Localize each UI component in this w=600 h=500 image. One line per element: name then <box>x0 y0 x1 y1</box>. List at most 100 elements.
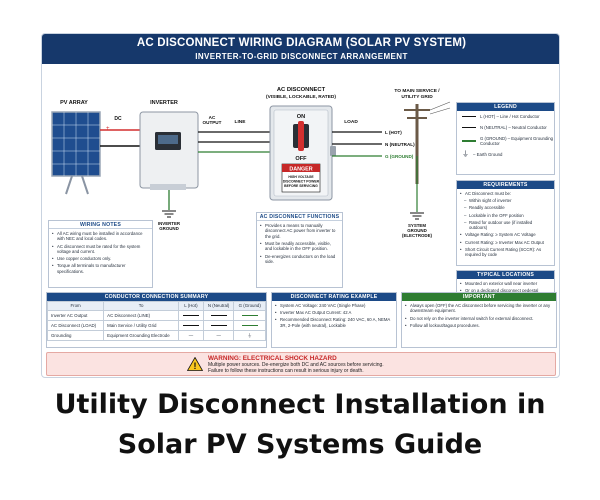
important-title: IMPORTANT <box>402 293 556 301</box>
danger-label: DANGER <box>289 167 312 173</box>
table-cell: — <box>202 330 235 341</box>
diagram-subtitle: INVERTER-TO-GRID DISCONNECT ARRANGEMENT <box>195 52 408 61</box>
caption: Utility Disconnect Installation in Solar… <box>0 385 600 465</box>
table-cell: Equipment Grounding Electrode <box>103 330 180 341</box>
requirement-item: Current Rating: ≥ Inverter Max AC Output <box>460 240 550 246</box>
hot-conductor-swatch <box>178 320 204 331</box>
svg-text:!: ! <box>194 361 197 371</box>
rating-list: System AC Voltage: 240 VAC (Single Phase… <box>272 301 396 331</box>
warning-icon: ! <box>187 357 203 371</box>
function-item: Must be readily accessible, visible, and… <box>260 241 338 252</box>
wiring-note: Use copper conductors only. <box>52 256 148 262</box>
diagram-title: AC DISCONNECT WIRING DIAGRAM (SOLAR PV S… <box>136 37 467 49</box>
table-cell: — <box>178 330 204 341</box>
ground-conductor-swatch <box>233 320 266 331</box>
disconnect-handle <box>293 121 309 151</box>
warning-title: WARNING: ELECTRICAL SHOCK HAZARD <box>208 354 337 362</box>
function-item: Provides a means to manually disconnect … <box>260 223 338 239</box>
danger-header-bg <box>282 164 320 172</box>
dc-minus: − <box>106 144 110 150</box>
earth-ground-icon: ⏚ <box>462 150 469 158</box>
ground-line-swatch <box>462 140 476 142</box>
diagram-card: AC DISCONNECT WIRING DIAGRAM (SOLAR PV S… <box>41 33 560 378</box>
location-item: Mounted on exterior wall near inverter <box>460 281 550 287</box>
disconnect-title: AC DISCONNECT <box>277 87 326 93</box>
important-list: Always open (OFF) the AC disconnect befo… <box>402 301 556 331</box>
ground-conductor-swatch <box>233 310 266 321</box>
rating-item: System AC Voltage: 240 VAC (Single Phase… <box>275 303 392 309</box>
hot-line-swatch <box>462 115 476 118</box>
neutral-conductor-swatch <box>202 320 235 331</box>
caption-line2: Solar PV Systems Guide <box>117 429 483 460</box>
table-row: AC Disconnect (LOAD) Main Service / Util… <box>46 320 266 331</box>
table-cell: AC Disconnect (LOAD) <box>46 320 105 331</box>
summary-header-row: From To L (Hot) N (Neutral) G (Ground) <box>46 301 266 311</box>
table-cell: AC Disconnect (LINE) <box>103 310 180 321</box>
dc-plus: + <box>106 126 110 132</box>
earth-ground-icon: ⏚ <box>233 330 266 341</box>
load-label: LOAD <box>344 119 358 125</box>
requirements-panel: REQUIREMENTS AC Disconnect must be: With… <box>456 180 555 266</box>
requirement-item: Voltage Rating: ≥ System AC Voltage <box>460 232 550 238</box>
summary-title: CONDUCTOR CONNECTION SUMMARY <box>47 293 266 301</box>
important-item: Follow all lockout/tagout procedures. <box>405 323 552 329</box>
lock-hasp-icon <box>330 146 336 156</box>
functions-panel: AC DISCONNECT FUNCTIONS Provides a means… <box>256 212 343 288</box>
system-ground-icon <box>410 212 424 220</box>
g-ground-label: G (GROUND) <box>385 154 414 159</box>
table-row: Inverter AC Output AC Disconnect (LINE) <box>46 310 266 321</box>
functions-title: AC DISCONNECT FUNCTIONS <box>257 213 342 221</box>
inverter-label: INVERTER <box>150 100 178 106</box>
warning-line2: Failure to follow these instructions can… <box>208 367 364 374</box>
summary-header: L (Hot) <box>178 301 204 311</box>
requirement-intro: AC Disconnect must be: <box>460 191 550 197</box>
wiring-note: All AC wiring must be installed in accor… <box>52 231 148 242</box>
disconnect-subtitle: (VISIBLE, LOCKABLE, RATED) <box>266 94 336 100</box>
table-cell: Grounding <box>46 330 105 341</box>
rating-item: Inverter Max AC Output Current: 42 A <box>275 310 392 316</box>
line-label: LINE <box>235 119 247 125</box>
rating-title: DISCONNECT RATING EXAMPLE <box>272 293 396 301</box>
warning-banner: ! WARNING: ELECTRICAL SHOCK HAZARD Multi… <box>46 352 556 376</box>
diagram-header: AC DISCONNECT WIRING DIAGRAM (SOLAR PV S… <box>42 34 559 64</box>
requirement-sub: Within sight of inverter <box>464 198 550 204</box>
important-panel: IMPORTANT Always open (OFF) the AC disco… <box>401 292 557 348</box>
requirement-item: Short Circuit Current Rating (SCCR): As … <box>460 247 550 258</box>
summary-header: From <box>46 301 105 311</box>
rating-panel: DISCONNECT RATING EXAMPLE System AC Volt… <box>271 292 397 348</box>
pv-array-label: PV ARRAY <box>60 100 88 106</box>
legend-ground: G (GROUND) – Equipment Grounding Conduct… <box>457 133 554 149</box>
switch-on-label: ON <box>297 114 305 120</box>
requirement-sub: Lockable in the OFF position <box>464 213 550 219</box>
legend-earth: ⏚– Earth Ground <box>462 150 503 158</box>
functions-list: Provides a means to manually disconnect … <box>257 221 342 267</box>
inverter-ground-icon <box>162 210 176 218</box>
wiring-notes-title: WIRING NOTES <box>49 221 152 229</box>
summary-table: From To L (Hot) N (Neutral) G (Ground) I… <box>46 301 266 341</box>
requirements-title: REQUIREMENTS <box>457 181 554 189</box>
inverter-unit <box>139 111 199 190</box>
n-neutral-label: N (NEUTRAL) <box>385 142 415 147</box>
l-hot-label: L (HOT) <box>385 130 402 135</box>
requirement-sub: Rated for outdoor use (if installed outd… <box>464 220 550 231</box>
table-row: Grounding Equipment Grounding Electrode … <box>46 330 266 341</box>
legend-hot: L (HOT) – Line / Hot Conductor <box>457 111 554 122</box>
requirement-sub: Readily accessible <box>464 205 550 211</box>
hot-conductor-swatch <box>178 310 204 321</box>
legend-neutral: N (NEUTRAL) – Neutral Conductor <box>457 122 554 133</box>
important-item: Do not rely on the inverter internal swi… <box>405 316 552 322</box>
service-label: TO MAIN SERVICE /UTILITY GRID <box>394 88 440 100</box>
warning-line1: Multiple power sources. De-energize both… <box>208 361 384 368</box>
summary-header: G (Ground) <box>233 301 266 311</box>
summary-panel: CONDUCTOR CONNECTION SUMMARY From To L (… <box>46 292 267 348</box>
caption-line1: Utility Disconnect Installation in <box>54 389 546 420</box>
legend-panel: LEGEND L (HOT) – Line / Hot Conductor N … <box>456 102 555 175</box>
function-item: De-energizes conductors on the load side… <box>260 254 338 265</box>
wiring-notes-panel: WIRING NOTES All AC wiring must be insta… <box>48 220 153 288</box>
rating-item: Recommended Disconnect Rating: 240 VAC, … <box>275 317 392 328</box>
neutral-line-swatch <box>462 126 476 129</box>
table-cell: Main Service / Utility Grid <box>103 320 180 331</box>
legend-title: LEGEND <box>457 103 554 111</box>
